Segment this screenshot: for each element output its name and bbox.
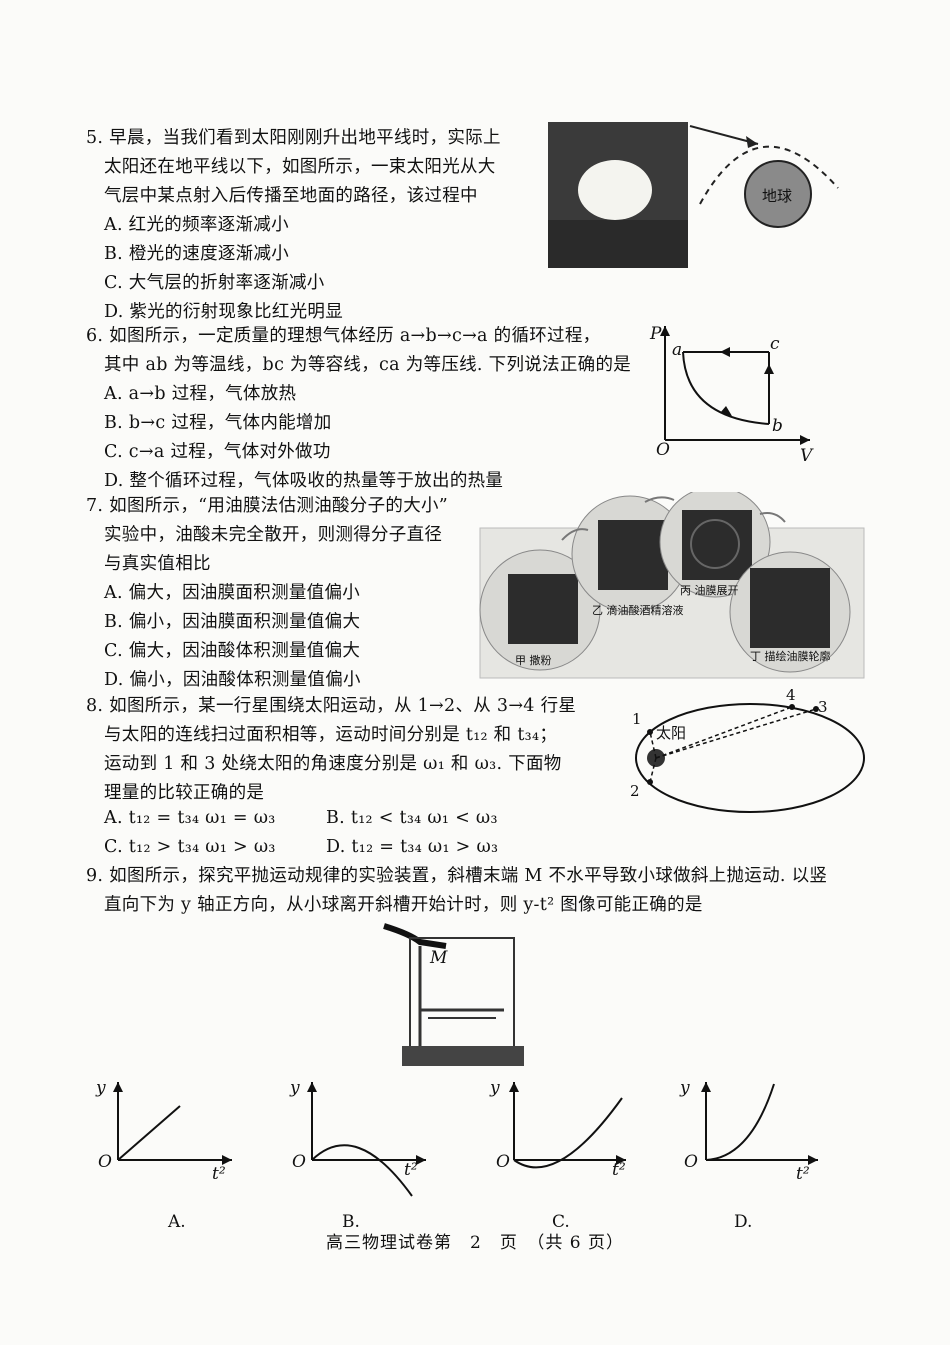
q5-option-b: B. 橙光的速度逐渐减小: [104, 244, 290, 264]
q5-option-a: A. 红光的频率逐渐减小: [104, 215, 289, 235]
q6-stem-line-2: 其中 ab 为等温线，bc 为等容线，ca 为等压线. 下列说法正确的是: [104, 355, 632, 375]
graph-b-origin: O: [292, 1152, 306, 1172]
q8-option-a: A. t₁₂ = t₃₄ ω₁ = ω₃: [104, 808, 276, 828]
q9-stem-line-2: 直向下为 y 轴正方向，从小球离开斜槽开始计时，则 y-t² 图像可能正确的是: [104, 895, 703, 915]
q8-stem-line-4: 理量的比较正确的是: [104, 783, 265, 803]
orbit-diagram: [635, 703, 865, 813]
q6-option-a: A. a→b 过程，气体放热: [104, 384, 297, 404]
q7-option-d: D. 偏小，因油酸体积测量值偏小: [104, 670, 361, 690]
horizon-band: [548, 220, 688, 268]
q8-option-d: D. t₁₂ = t₃₄ ω₁ > ω₃: [326, 837, 499, 857]
graph-b-label: B.: [342, 1212, 360, 1232]
graph-b-y: y: [290, 1078, 300, 1098]
graph-d: [701, 1082, 818, 1165]
orbit-point-3: 3: [818, 698, 828, 716]
point-a-label: a: [672, 340, 683, 360]
graph-a-y: y: [96, 1078, 106, 1098]
q8-stem-line-2: 与太阳的连线扫过面积相等，运动时间分别是 t₁₂ 和 t₃₄；: [104, 725, 558, 745]
graph-a-label: A.: [168, 1212, 186, 1232]
point-c-label: c: [770, 334, 780, 354]
graph-c-origin: O: [496, 1152, 510, 1172]
q6-option-c: C. c→a 过程，气体对外做功: [104, 442, 331, 462]
graph-a-origin: O: [98, 1152, 112, 1172]
caption-bing: 丙 油膜展开: [680, 584, 739, 597]
point-b-label: b: [772, 416, 783, 436]
apparatus-m-label: M: [430, 948, 448, 968]
q5-option-c: C. 大气层的折射率逐渐减小: [104, 273, 325, 293]
orbit-point-2: 2: [630, 782, 640, 800]
q7-option-b: B. 偏小，因油膜面积测量值偏大: [104, 612, 361, 632]
graph-d-y: y: [680, 1078, 690, 1098]
q8-option-b: B. t₁₂ < t₃₄ ω₁ < ω₃: [326, 808, 498, 828]
earth-diagram: [689, 125, 839, 228]
q7-option-a: A. 偏大，因油膜面积测量值偏小: [104, 583, 361, 603]
caption-yi: 乙 滴油酸酒精溶液: [592, 604, 684, 617]
graph-c-label: C.: [552, 1212, 570, 1232]
graph-d-label: D.: [734, 1212, 753, 1232]
graph-c: [509, 1082, 626, 1169]
pv-origin-label: O: [656, 440, 670, 460]
graph-c-y: y: [490, 1078, 500, 1098]
q5-stem-line-3: 气层中某点射入后传播至地面的路径，该过程中: [104, 186, 478, 206]
graph-c-x: t²: [612, 1160, 626, 1180]
q7-stem-line-2: 实验中，油酸未完全散开，则测得分子直径: [104, 525, 443, 545]
q6-stem-line-1: 6. 如图所示，一定质量的理想气体经历 a→b→c→a 的循环过程，: [86, 326, 601, 346]
q8-stem-line-3: 运动到 1 和 3 处绕太阳的角速度分别是 ω₁ 和 ω₃. 下面物: [104, 754, 562, 774]
orbit-point-4: 4: [786, 686, 796, 704]
graph-b-x: t²: [404, 1160, 418, 1180]
q8-option-c: C. t₁₂ > t₃₄ ω₁ > ω₃: [104, 837, 276, 857]
q5-stem-line-2: 太阳还在地平线以下，如图所示，一束太阳光从大: [104, 157, 496, 177]
q7-option-c: C. 偏大，因油酸体积测量值偏大: [104, 641, 361, 661]
oil-film-experiment-figure: [479, 492, 865, 679]
graph-b: [307, 1082, 426, 1197]
pv-diagram: [660, 326, 810, 445]
q6-option-d: D. 整个循环过程，气体吸收的热量等于放出的热量: [104, 471, 504, 491]
graph-d-origin: O: [684, 1152, 698, 1172]
q5-option-d: D. 紫光的衍射现象比红光明显: [104, 302, 344, 322]
q7-stem-line-1: 7. 如图所示，“用油膜法估测油酸分子的大小”: [86, 496, 449, 516]
graph-d-x: t²: [796, 1164, 810, 1184]
apparatus-figure: [383, 923, 524, 1066]
caption-ding: 丁 描绘油膜轮廓: [750, 650, 831, 663]
axis-v-label: V: [800, 446, 813, 466]
graph-a: [113, 1082, 232, 1165]
q6-option-b: B. b→c 过程，气体内能增加: [104, 413, 332, 433]
sun-disk: [578, 160, 652, 220]
q7-stem-line-3: 与真实值相比: [104, 554, 211, 574]
q5-stem-line-1: 5. 早晨，当我们看到太阳刚刚升出地平线时，实际上: [86, 128, 501, 148]
q8-stem-line-1: 8. 如图所示，某一行星围绕太阳运动，从 1→2、从 3→4 行星: [86, 696, 577, 716]
caption-jia: 甲 撒粉: [515, 654, 552, 667]
page-footer: 高三物理试卷第 2 页 （共 6 页）: [326, 1233, 624, 1253]
graph-a-x: t²: [212, 1164, 226, 1184]
earth-label: 地球: [762, 187, 793, 205]
axis-p-label: P: [650, 324, 662, 344]
sun-label: 太阳: [656, 724, 687, 742]
sunrise-photo: [548, 122, 688, 268]
orbit-point-1: 1: [632, 710, 642, 728]
q9-stem-line-1: 9. 如图所示，探究平抛运动规律的实验装置，斜槽末端 M 不水平导致小球做斜上抛…: [86, 866, 828, 886]
